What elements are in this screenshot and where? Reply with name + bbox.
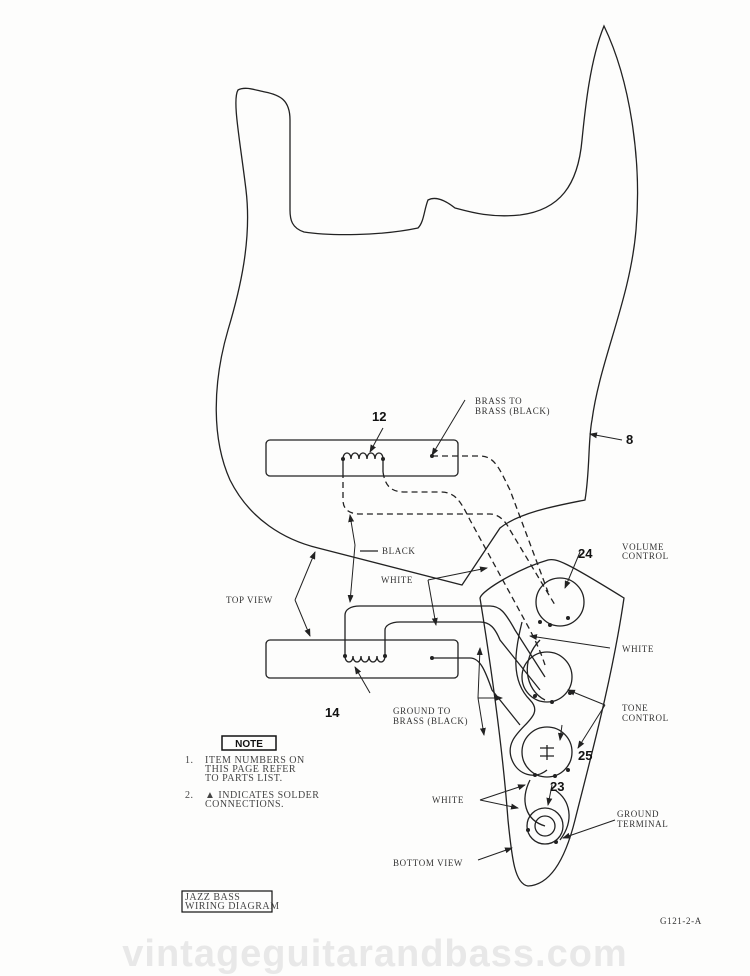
label-ground-to-brass: GROUND TO — [393, 706, 451, 716]
item-number-8: 8 — [626, 432, 633, 447]
label-brass-to-brass: BRASS TO — [475, 396, 522, 406]
label-white-3: WHITE — [432, 795, 464, 805]
title-line-2: WIRING DIAGRAM — [185, 901, 280, 912]
label-black: BLACK — [382, 546, 416, 556]
title-box — [181, 890, 273, 913]
note-1-line: ITEM NUMBERS ON — [205, 755, 305, 766]
item-number-14: 14 — [325, 705, 340, 720]
item-number-25: 25 — [578, 748, 592, 763]
label-tone: TONE — [622, 703, 648, 713]
pickguard-outline — [215, 24, 639, 586]
output-jack-outer — [526, 807, 564, 845]
note-1-line: TO PARTS LIST. — [205, 773, 283, 784]
note-1-line: THIS PAGE REFER — [205, 764, 296, 775]
label-bottom-view: BOTTOM VIEW — [393, 858, 463, 868]
volume-pot — [535, 577, 585, 627]
item-number-24: 24 — [578, 546, 593, 561]
pickup-bridge — [265, 639, 459, 679]
title-line-1: JAZZ BASS — [185, 892, 240, 903]
tone-capacitor-pot — [521, 726, 573, 778]
label-volume-control: CONTROL — [622, 551, 669, 561]
note-title: NOTE — [235, 739, 263, 750]
coil-neck — [342, 452, 384, 460]
note-2-line: ▲ INDICATES SOLDER — [205, 790, 319, 801]
note-box — [221, 735, 277, 751]
label-ground-terminal: TERMINAL — [617, 819, 668, 829]
note-2-line: CONNECTIONS. — [205, 799, 284, 810]
tone-pot — [521, 651, 573, 703]
watermark: vintageguitarandbass.com — [122, 933, 627, 975]
output-jack-inner — [534, 815, 556, 837]
label-ground: GROUND — [617, 809, 659, 819]
label-white-1: WHITE — [381, 575, 413, 585]
label-top-view: TOP VIEW — [226, 595, 273, 605]
label-volume: VOLUME — [622, 542, 664, 552]
coil-bridge — [344, 655, 386, 663]
solder-points — [341, 454, 572, 844]
item-number-12: 12 — [372, 409, 386, 424]
label-white-2: WHITE — [622, 644, 654, 654]
label-tone-control: CONTROL — [622, 713, 669, 723]
control-plate — [479, 558, 625, 887]
label-ground-to-brass-2: BRASS (BLACK) — [393, 716, 468, 726]
pickup-neck — [265, 439, 459, 477]
label-brass-to-brass-2: BRASS (BLACK) — [475, 406, 550, 416]
note-2-number: 2. — [185, 790, 194, 801]
item-number-23: 23 — [550, 779, 564, 794]
drawing-number: G121-2-A — [660, 916, 702, 926]
note-1-number: 1. — [185, 755, 194, 766]
